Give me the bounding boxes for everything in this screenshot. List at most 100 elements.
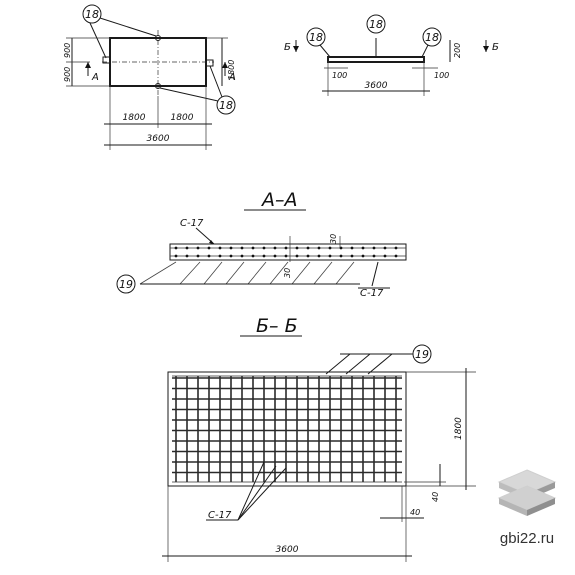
rebar-dot [273,254,277,258]
rebar-dot [372,254,376,258]
lifting-loop-bottom [155,83,161,89]
mesh-leader-aa-bottom [371,261,379,287]
dim-3600-elev: 3600 [365,81,388,91]
rebar-dot [295,254,299,258]
dim-900-lower: 900 [63,67,72,82]
dim-100-left: 100 [332,71,347,80]
section-a-label-left: А [91,72,99,83]
mesh-label-bb: С-17 [208,510,232,521]
rebar-dot [240,246,244,250]
rebar-dot [273,246,277,250]
leader-18-top-2 [89,22,107,59]
dim-1800-bb: 1800 [454,417,464,440]
callout-18-top-label: 18 [85,8,99,21]
callout-18-top [82,4,102,24]
leader-18-top [99,17,157,37]
mesh-leader-aa-top-arrow [209,240,214,244]
rebar-dot [328,254,332,258]
callout-18-elev-right-label: 18 [425,31,439,44]
lifting-loop-top [155,35,161,41]
rebar-dot [174,246,178,250]
rebar-dot [229,254,233,258]
callout-18-elev-left-label: 18 [309,31,323,44]
lifting-loop-left [102,56,111,64]
rebar-dot [240,254,244,258]
rebar-dot [295,246,299,250]
rebar-dot [284,246,288,250]
section-bb: Б– Б 19 С-17 1800 40 40 3600 [162,315,476,562]
section-b-arrowhead-left [293,46,299,52]
rebar-dot [196,254,200,258]
rebar-dot [350,254,354,258]
callout-19-aa [116,274,136,294]
rebar-dot [306,254,310,258]
rebar-dot [394,254,398,258]
dim-1800-right-h: 1800 [171,113,194,123]
plan-view: 18 18 А А 900 900 1800 1800 1800 3600 [63,4,236,150]
rebar-dot [218,246,222,250]
rebar-dot [350,246,354,250]
rebar-dot [383,246,387,250]
rebar-dot [361,246,365,250]
section-a-label-right: А [228,72,236,83]
dim-3600-plan: 3600 [147,134,170,144]
rebar-dot [185,246,189,250]
dim-900-upper: 900 [63,43,72,58]
mesh-label-aa-bottom: С-17 [360,288,384,299]
leader-18-bottom [159,87,219,102]
rebar-dot [229,246,233,250]
rebar-dot [262,246,266,250]
gbi22-logo-icon [497,469,557,516]
dim-1800-right: 1800 [227,60,236,80]
dim-3600-bb: 3600 [276,545,299,555]
dim-40-horizontal: 40 [410,508,420,517]
rebar-dot [328,246,332,250]
section-bb-outline [167,371,407,487]
rebar-dot [185,254,189,258]
section-aa-hatch [139,261,355,285]
callout-18-elev-left [306,27,326,47]
dim-30-top: 30 [329,234,338,244]
dim-100-right: 100 [434,71,449,80]
leader-19-bb-3 [367,353,393,375]
rebar-dot [207,254,211,258]
callout-18-elev-right [422,27,442,47]
lifting-loop-right [205,59,214,67]
elevation-view: 18 18 18 Б Б 200 100 100 3600 [284,14,499,96]
callout-18-bottom [216,95,236,115]
section-aa-outline [169,243,407,261]
mesh-leader-bb-2 [237,465,277,521]
rebar-dot [251,246,255,250]
rebar-dot [251,254,255,258]
rebar-dot [196,246,200,250]
rebar-dot [339,254,343,258]
rebar-dot [262,254,266,258]
section-a-arrowhead-right [222,62,228,68]
watermark-site: gbi22.ru [499,530,555,547]
rebar-dot [361,254,365,258]
section-bb-mesh-grid [172,375,402,483]
elevation-slab [327,56,425,63]
section-b-arrowhead-right [483,46,489,52]
section-aa: А–А 19 С-17 С-17 30 30 [116,189,407,299]
dim-40-vertical: 40 [431,492,440,502]
leader-19-bb-2 [345,353,371,375]
section-b-label-left: Б [284,42,291,53]
rebar-dot [317,254,321,258]
rebar-dot [372,246,376,250]
section-b-label-right: Б [492,42,499,53]
leader-18-bottom-2 [209,65,223,98]
mesh-leader-bb-3 [237,467,287,521]
rebar-dot [174,254,178,258]
leader-18-elev-right [421,44,429,58]
leader-19-bb-1 [325,353,351,375]
rebar-dot [306,246,310,250]
section-a-arrowhead-left [85,62,91,68]
dim-1800-left: 1800 [123,113,146,123]
rebar-dot [394,246,398,250]
dim-200: 200 [453,43,462,58]
section-aa-title: А–А [260,189,298,211]
leader-18-elev-left [319,44,331,58]
rebar-dot [383,254,387,258]
